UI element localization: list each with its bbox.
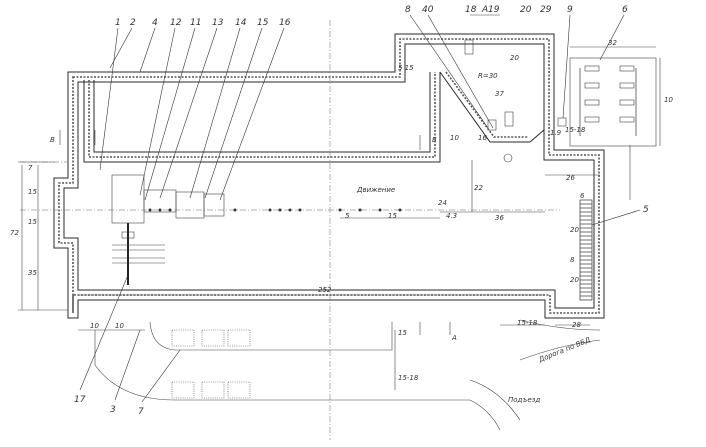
hatched-block [579,199,593,301]
callout-29: 29 [540,5,552,15]
access-label: Подъезд [508,396,540,404]
dimension-lines [18,46,661,390]
section-markers [59,14,500,335]
diagonal-wall-mid [445,71,528,138]
callout-11: 11 [190,18,201,28]
marker-dots [148,208,402,212]
callout-8: 8 [405,5,411,15]
dim-8: 8 [570,256,575,264]
middle-wall-line [58,38,600,314]
dim-10: 10 [450,134,459,142]
callout-20: 20 [520,5,532,15]
dim-32: 32 [608,39,617,47]
callout-5: 5 [643,205,649,215]
outdoor-area [94,319,601,431]
dim-10-bottom-a: 10 [90,322,99,330]
dim-252: 252 [318,286,332,294]
dim-20-right-a: 20 [570,226,579,234]
callout-1: 1 [115,18,121,28]
dim-24: 24 [438,199,447,207]
callout-13: 13 [212,18,224,28]
callout-7: 7 [138,407,144,417]
machine-body [111,174,145,224]
dim-15-18-bottom-right: 15-18 [517,319,538,327]
callout-2: 2 [130,18,136,28]
dim-1-9: 1.9 [550,129,562,137]
dim-20-right-b: 20 [570,276,579,284]
dim-22: 22 [474,184,483,192]
annex-block [569,57,657,147]
callout-14: 14 [235,18,247,28]
machine-assembly [111,174,225,285]
annex-slots [579,68,637,136]
section-A: A [451,334,457,342]
diagonal-wall [439,71,545,143]
building-walls [53,33,605,319]
callout-40: 40 [422,5,434,15]
callout-3: 3 [110,405,116,415]
dim-26: 26 [566,174,575,182]
dim-15-mid: 15 [388,212,397,220]
dim-36: 36 [495,214,504,222]
dim-5: 5 [345,212,350,220]
callout-19: 19 [488,5,500,15]
dim-r30: R=30 [478,72,498,80]
machine-block-14 [203,193,225,217]
dim-15-bottom: 15 [398,329,407,337]
parking-grids [171,329,251,399]
dim-15-a: 15 [28,188,37,196]
dim-6: 6 [580,192,585,200]
dim-4-3: 4.3 [446,212,457,220]
dim-15-18-right: 15-18 [565,126,586,134]
machine-block-13 [175,191,205,219]
callout-leaders [79,14,641,403]
callout-A-top: A [481,5,488,15]
dim-20: 20 [510,54,519,62]
callout-9: 9 [567,5,573,15]
upper-right-equipment [464,39,567,163]
inner-room-in [93,72,431,153]
dim-15-b: 15 [28,218,37,226]
annex-bays [584,65,635,123]
section-Б: Б [432,136,437,144]
dim-16: 16 [478,134,487,142]
inner-room-outline [83,72,441,163]
callout-labels: 1 2 4 12 11 13 14 15 16 8 40 A 18 19 20 … [74,5,649,417]
racks-left [112,244,165,264]
axis-lines [20,20,560,440]
callout-4: 4 [152,18,158,28]
dimension-labels: 32 10 5 15 20 10 16 22 24 36 15 5 4.3 15… [10,39,673,382]
callout-17: 17 [74,395,86,405]
dim-35: 35 [28,269,37,277]
inner-wall-outline [63,43,595,309]
dim-10-bottom-b: 10 [115,322,124,330]
flow-label: Движение [356,186,395,194]
annex-outline [569,57,657,147]
dim-5-15: 5 15 [398,64,414,72]
callout-18: 18 [465,5,477,15]
callout-6: 6 [622,5,628,15]
dim-37: 37 [495,90,504,98]
callout-12: 12 [170,18,182,28]
inner-room-mid [88,72,436,158]
dim-28: 28 [572,321,581,329]
section-B: B [50,136,55,144]
dim-72: 72 [10,229,19,237]
dim-7: 7 [28,164,33,172]
road-label: Дорога по ВБД [537,336,592,365]
callout-15: 15 [257,18,269,28]
callout-16: 16 [279,18,291,28]
dim-10-annex: 10 [664,96,673,104]
dim-15-18-bottom: 15-18 [398,374,419,382]
outer-wall-outline [53,33,605,319]
